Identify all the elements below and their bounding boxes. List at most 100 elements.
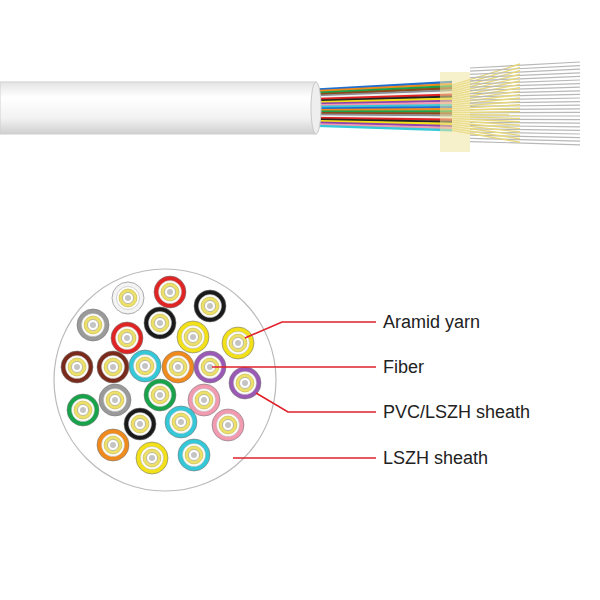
fiber-core xyxy=(80,407,86,413)
fiber-core xyxy=(178,419,184,425)
unit-sheath xyxy=(229,367,261,399)
fiber-core xyxy=(149,455,155,461)
bare-fiber xyxy=(470,138,580,141)
sub-unit xyxy=(77,309,109,341)
unit-sheath xyxy=(97,351,129,383)
fiber-coating xyxy=(155,390,166,401)
tight-buffer-tube xyxy=(310,108,452,111)
bare-fiber xyxy=(470,115,580,116)
unit-sheath xyxy=(162,351,194,383)
unit-sheath xyxy=(144,307,176,339)
cable-end xyxy=(311,82,321,134)
aramid-ring xyxy=(151,314,169,332)
bare-fiber xyxy=(470,98,580,100)
sub-unit xyxy=(194,290,226,322)
aramid-ring xyxy=(106,391,124,409)
sub-units xyxy=(61,276,261,474)
sub-unit xyxy=(144,307,176,339)
bare-fiber xyxy=(470,142,580,145)
sub-unit xyxy=(97,351,129,383)
aramid-ring xyxy=(195,391,213,409)
fiber-coating xyxy=(108,362,119,373)
part-label: Aramid yarn xyxy=(383,311,480,333)
unit-sheath xyxy=(136,442,168,474)
fiber-core xyxy=(74,364,80,370)
unit-gap xyxy=(182,326,205,349)
aramid-ring xyxy=(104,358,122,376)
fiber-core xyxy=(242,380,248,386)
unit-gap xyxy=(134,355,157,378)
fiber-core xyxy=(207,303,213,309)
bare-fiber xyxy=(470,62,580,68)
unit-sheath xyxy=(144,379,176,411)
unit-sheath xyxy=(154,276,186,308)
unit-gap xyxy=(72,399,95,422)
fiber-core xyxy=(167,289,173,295)
aramid-ring xyxy=(172,413,190,431)
fiber-core xyxy=(191,452,197,458)
unit-sheath xyxy=(97,429,129,461)
fiber-coating xyxy=(155,318,166,329)
bare-fiber xyxy=(470,94,580,96)
fiber-core xyxy=(157,320,163,326)
aramid-ring xyxy=(136,357,154,375)
fiber-core xyxy=(90,322,96,328)
sub-unit xyxy=(229,367,261,399)
leader-line xyxy=(212,366,376,368)
tight-buffer-tube xyxy=(310,112,452,115)
unit-gap xyxy=(102,356,125,379)
unit-gap xyxy=(193,389,216,412)
fiber-coating xyxy=(135,419,146,430)
bare-fiber xyxy=(470,91,580,94)
fiber-coating xyxy=(108,440,119,451)
unit-gap xyxy=(149,384,172,407)
part-label: PVC/LSZH sheath xyxy=(383,401,530,423)
fiber-core xyxy=(201,397,207,403)
aramid-ring xyxy=(185,446,203,464)
fiber-core xyxy=(157,392,163,398)
fiber-coating xyxy=(147,453,158,464)
sub-unit xyxy=(111,322,143,354)
fiber-coating xyxy=(205,301,216,312)
aramid-ring xyxy=(219,416,237,434)
unit-sheath xyxy=(165,406,197,438)
unit-sheath xyxy=(222,327,254,359)
unit-gap xyxy=(217,414,240,437)
fiber-coating xyxy=(233,338,244,349)
fiber-coating xyxy=(189,450,200,461)
aramid-ring xyxy=(236,374,254,392)
fiber-core xyxy=(112,397,118,403)
aramid-ring xyxy=(169,358,187,376)
fiber-coating xyxy=(72,362,83,373)
fiber-core xyxy=(124,335,130,341)
fiber-core xyxy=(142,363,148,369)
aramid-ring xyxy=(104,436,122,454)
part-label: Fiber xyxy=(383,356,424,378)
sub-unit xyxy=(99,384,131,416)
unit-gap xyxy=(129,413,152,436)
unit-sheath xyxy=(111,322,143,354)
unit-gap xyxy=(104,389,127,412)
fiber-core xyxy=(125,295,131,301)
sub-unit xyxy=(112,282,144,314)
fiber-core xyxy=(110,364,116,370)
sub-unit xyxy=(162,351,194,383)
aramid-ring xyxy=(119,289,137,307)
unit-sheath xyxy=(61,351,93,383)
sub-unit xyxy=(97,429,129,461)
fiber-coating xyxy=(188,332,199,343)
unit-gap xyxy=(116,327,139,350)
fiber-coating xyxy=(78,405,89,416)
unit-gap xyxy=(199,295,222,318)
tight-buffer-tube xyxy=(310,126,452,131)
aramid-ring xyxy=(131,415,149,433)
unit-gap xyxy=(66,356,89,379)
fiber-coating xyxy=(165,287,176,298)
fiber-coating xyxy=(223,420,234,431)
sub-unit xyxy=(178,439,210,471)
unit-gap xyxy=(82,314,105,337)
sub-unit xyxy=(154,276,186,308)
